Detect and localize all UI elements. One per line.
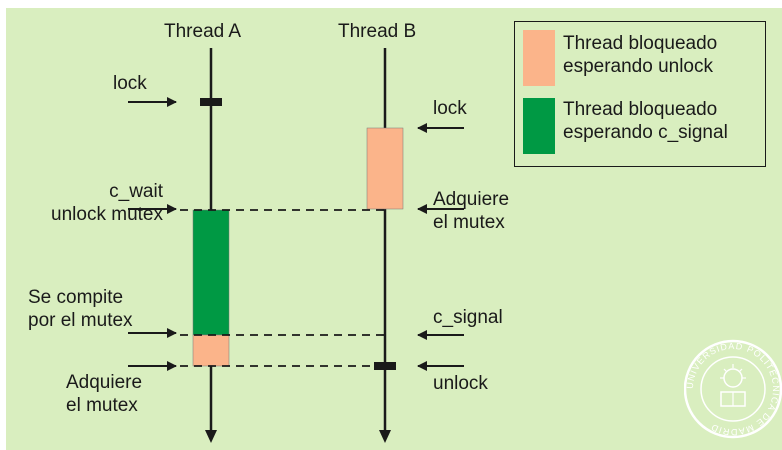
- label-b-unlock: unlock: [433, 373, 488, 394]
- label-a-c-wait: c_wait unlock mutex: [51, 181, 163, 225]
- thread-a-wait-unlock-block: [192, 334, 230, 367]
- thread-b-title: Thread B: [338, 21, 417, 42]
- thread-a-wait-signal-block: [192, 209, 230, 336]
- label-b-acquire: Adquiere el mutex: [433, 189, 510, 233]
- label-a-lock: lock: [113, 73, 147, 94]
- legend-label-signal-wait: Thread bloqueado esperando c_signal: [563, 99, 728, 143]
- thread-a-lock-marker: [200, 98, 222, 106]
- thread-b-wait-unlock-block: [366, 127, 404, 210]
- label-a-acquire: Adquiere el mutex: [66, 372, 143, 416]
- thread-a-arrowhead: [205, 430, 217, 443]
- thread-b-arrowhead: [379, 430, 391, 443]
- legend-swatch-signal-wait: [523, 98, 555, 154]
- legend-label-unlock-wait: Thread bloqueado esperando unlock: [563, 33, 718, 77]
- label-b-lock: lock: [433, 98, 467, 119]
- thread-b-unlock-marker: [374, 362, 396, 370]
- legend: Thread bloqueado esperando unlock Thread…: [514, 21, 766, 167]
- thread-a-title: Thread A: [164, 21, 242, 42]
- legend-swatch-unlock-wait: [523, 30, 555, 86]
- label-b-c-signal: c_signal: [433, 307, 503, 328]
- label-a-compete: Se compite por el mutex: [28, 287, 133, 331]
- university-seal-logo: UNIVERSIDAD POLITÉCNICA DE MADRID: [684, 339, 782, 439]
